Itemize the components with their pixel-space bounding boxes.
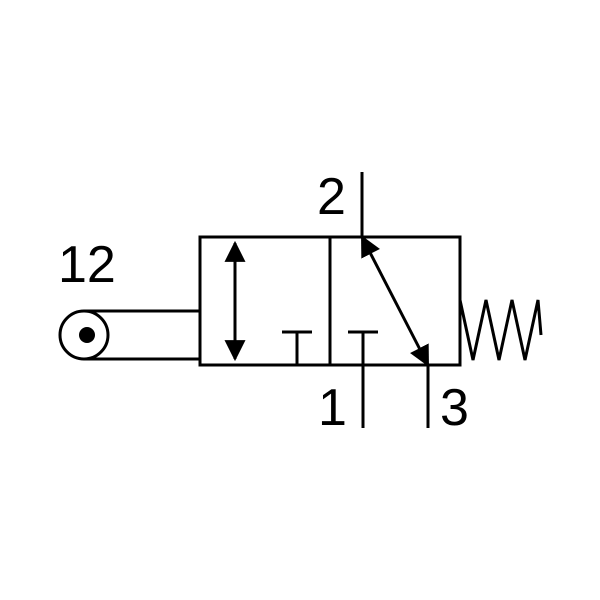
port-label-3: 3 bbox=[440, 379, 469, 437]
blocked-port-supply bbox=[348, 330, 378, 365]
valve-box-left bbox=[198, 235, 332, 367]
flow-arrow-right bbox=[360, 235, 430, 367]
roller-center-dot bbox=[79, 327, 95, 343]
port-label-12: 12 bbox=[58, 236, 116, 294]
roller-lever-actuator bbox=[58, 309, 202, 361]
port-label-2: 2 bbox=[317, 168, 346, 226]
port-label-1: 1 bbox=[318, 379, 347, 437]
spring bbox=[458, 299, 543, 361]
blocked-port-left bbox=[282, 330, 312, 365]
